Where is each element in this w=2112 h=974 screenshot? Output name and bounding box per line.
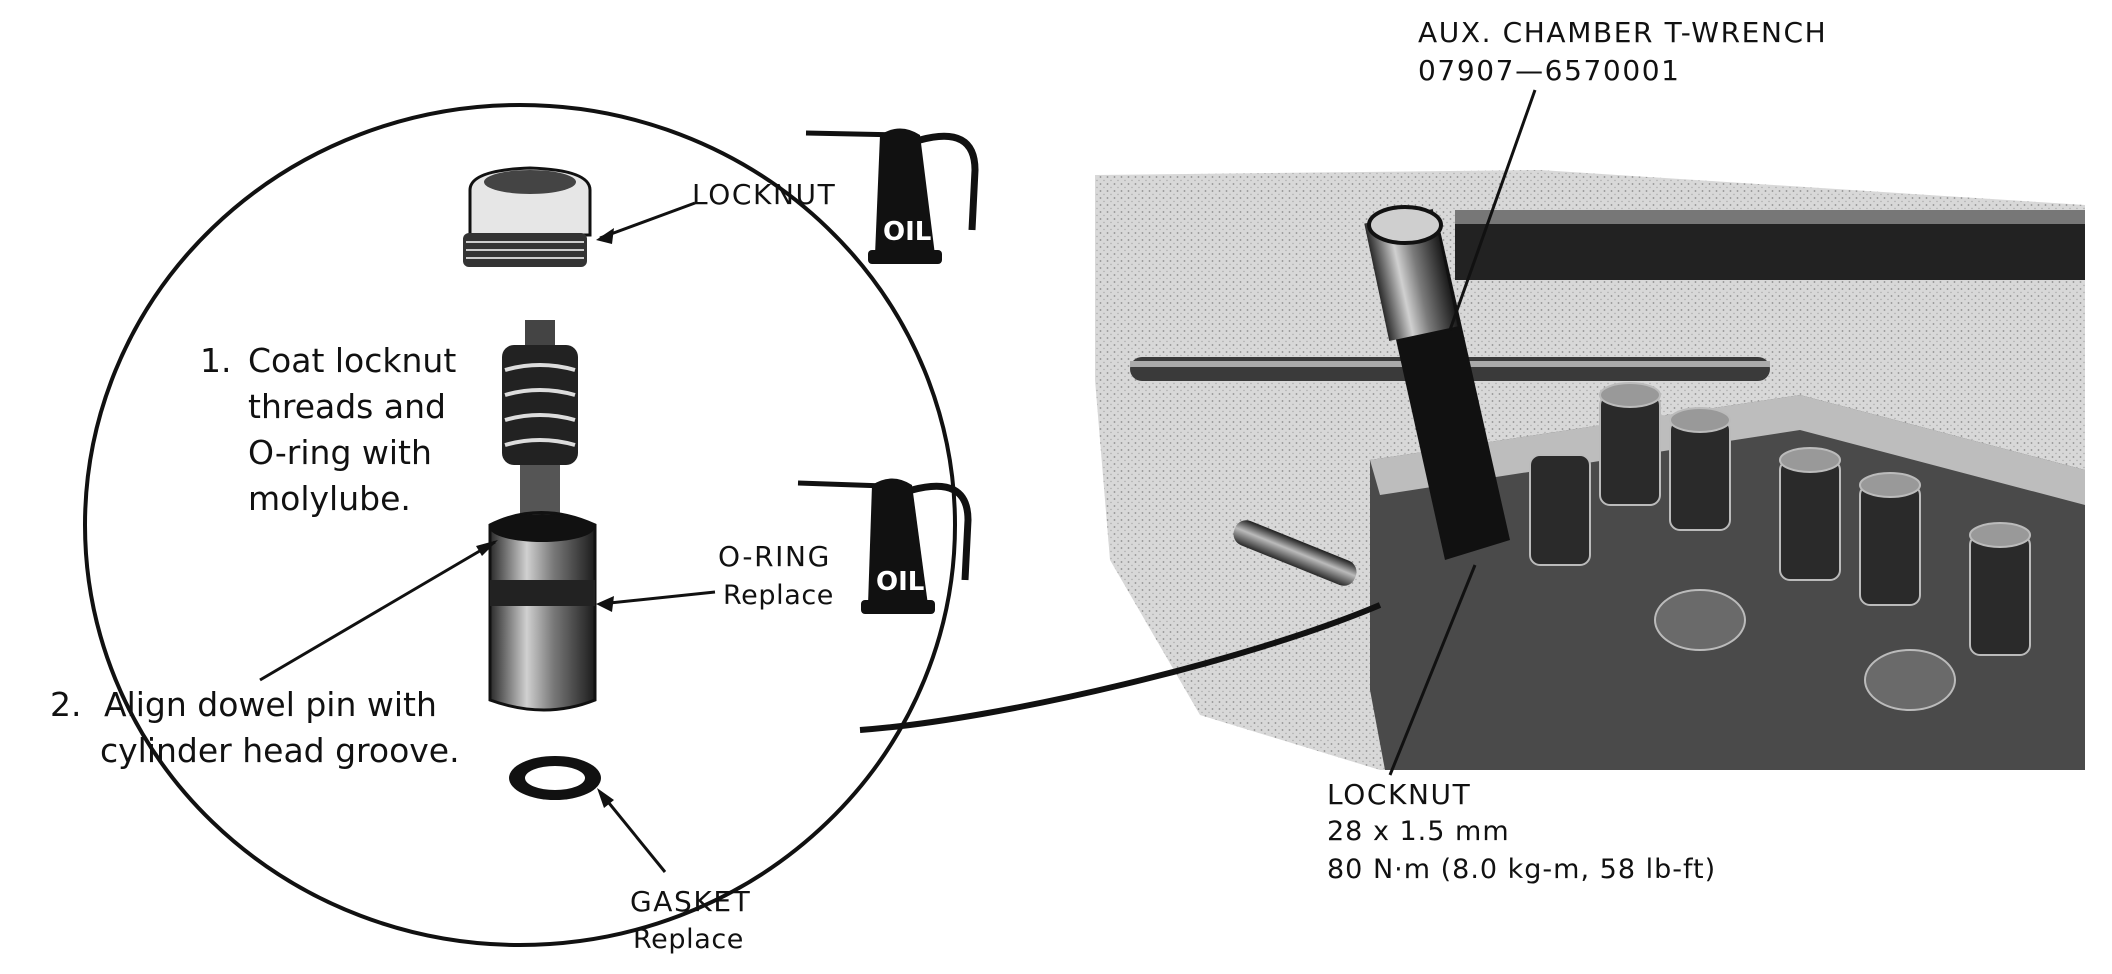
svg-text:OIL: OIL xyxy=(876,567,924,597)
step-1-line: O-ring with xyxy=(248,433,432,472)
step-2-number: 2. xyxy=(50,685,82,724)
locknut-torque-label: 80 N·m (8.0 kg-m, 58 lb-ft) xyxy=(1327,854,1717,885)
o-ring-action: Replace xyxy=(723,580,835,611)
gasket-action: Replace xyxy=(633,924,745,955)
locknut-size-label: 28 x 1.5 mm xyxy=(1327,816,1510,847)
connector-line xyxy=(859,602,1382,733)
gasket-label: GASKET xyxy=(630,885,752,918)
cylinder-head-photo xyxy=(1095,170,2085,770)
leader-lines xyxy=(259,89,1537,873)
oil-can-icon: OIL xyxy=(797,478,972,614)
step-2-line: cylinder head groove. xyxy=(100,731,460,770)
locknut-spec-label: LOCKNUT xyxy=(1327,778,1472,811)
step-1-line: threads and xyxy=(248,387,446,426)
locknut-label: LOCKNUT xyxy=(692,178,837,211)
detail-circle xyxy=(83,103,957,947)
step-2-line: Align dowel pin with xyxy=(104,685,437,724)
aux-chamber-part xyxy=(488,320,597,712)
tool-name-label: AUX. CHAMBER T-WRENCH xyxy=(1418,16,1828,49)
locknut-part xyxy=(463,166,592,267)
step-1-number: 1. xyxy=(200,341,232,380)
svg-text:OIL: OIL xyxy=(883,217,931,247)
step-1-line: Coat locknut xyxy=(248,341,457,380)
tool-number-label: 07907—6570001 xyxy=(1418,54,1681,87)
step-1-line: molylube. xyxy=(248,479,411,518)
o-ring-label: O-RING xyxy=(718,540,831,573)
valve-springs xyxy=(1529,382,2031,711)
oil-can-icon: OIL xyxy=(805,128,979,264)
gasket-part xyxy=(509,756,601,800)
